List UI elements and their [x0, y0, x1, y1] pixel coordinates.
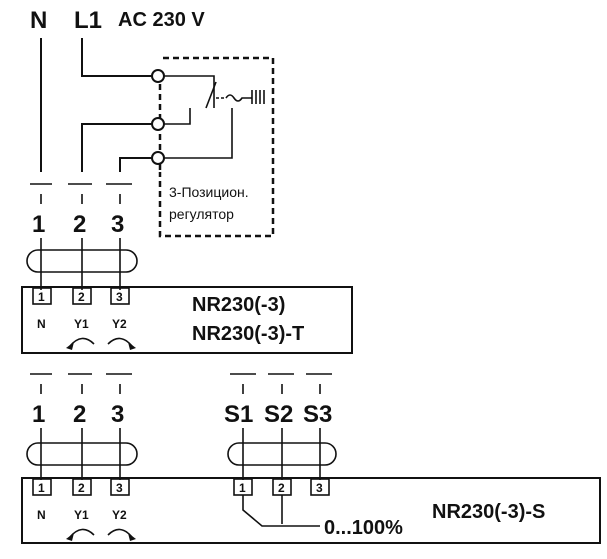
top-device: 1 2 3 N Y1 Y2 NR230(-3) NR230(-3)-T [21, 286, 353, 354]
feedback-label: 0...100% [324, 517, 403, 539]
bottom-terminal-number-1: 1 [32, 401, 45, 428]
aux-box-terminal-3: 3 [316, 481, 323, 495]
bottom-box-terminal-3: 3 [116, 481, 123, 495]
bottom-function-n: N [37, 508, 46, 522]
controller-label-line2: регулятор [169, 206, 234, 222]
aux-box-terminal-1: 1 [239, 481, 246, 495]
top-device-box [21, 286, 353, 354]
bottom-cable-sheath [26, 442, 138, 466]
bottom-function-y2: Y2 [112, 508, 127, 522]
bottom-terminal-number-2: 2 [73, 401, 86, 428]
top-function-y1: Y1 [74, 317, 89, 331]
top-box-terminal-3: 3 [116, 290, 123, 304]
aux-number-s1: S1 [224, 401, 253, 428]
bottom-cable: 1 2 3 [26, 373, 138, 480]
bottom-function-y1: Y1 [74, 508, 89, 522]
three-position-controller: 3-Позицион. регулятор [151, 56, 275, 238]
aux-number-s2: S2 [264, 401, 293, 428]
top-box-terminal-2: 2 [78, 290, 85, 304]
top-box-terminal-1: 1 [38, 290, 45, 304]
bottom-box-terminal-2: 2 [78, 481, 85, 495]
cw-arrow-icon [107, 528, 133, 538]
ccw-arrow-icon [69, 337, 95, 347]
top-terminal-number-2: 2 [73, 211, 86, 238]
aux-cable: S1 S2 S3 [224, 373, 337, 480]
aux-box-terminal-2: 2 [278, 481, 285, 495]
top-terminal-number-3: 3 [111, 211, 124, 238]
feedback-switch [242, 495, 320, 527]
supply-wires [40, 38, 152, 172]
top-model-line2: NR230(-3)-T [192, 323, 304, 345]
top-model-line1: NR230(-3) [192, 294, 285, 316]
bottom-device-box [21, 477, 601, 544]
cw-arrow-icon [107, 337, 133, 347]
top-terminal-number-1: 1 [32, 211, 45, 238]
controller-terminal-y1 [151, 117, 165, 131]
bottom-box-terminal-1: 1 [38, 481, 45, 495]
bottom-device: 1 2 3 N Y1 Y2 1 2 3 0...100% NR230(-3)-S [21, 477, 601, 544]
bottom-terminal-number-3: 3 [111, 401, 124, 428]
controller-label-line1: 3-Позицион. [169, 184, 249, 200]
aux-number-s3: S3 [303, 401, 332, 428]
top-function-n: N [37, 317, 46, 331]
neutral-label: N [30, 7, 47, 34]
phase-label: L1 [74, 7, 102, 34]
voltage-label: AC 230 V [118, 9, 205, 31]
bottom-model-label: NR230(-3)-S [432, 501, 545, 523]
controller-terminal-l [151, 69, 165, 83]
aux-cable-sheath [227, 442, 337, 466]
top-cable-sheath [26, 249, 138, 273]
top-function-y2: Y2 [112, 317, 127, 331]
controller-terminal-y2 [151, 151, 165, 165]
top-cable: 1 2 3 [26, 183, 138, 290]
ccw-arrow-icon [69, 528, 95, 538]
